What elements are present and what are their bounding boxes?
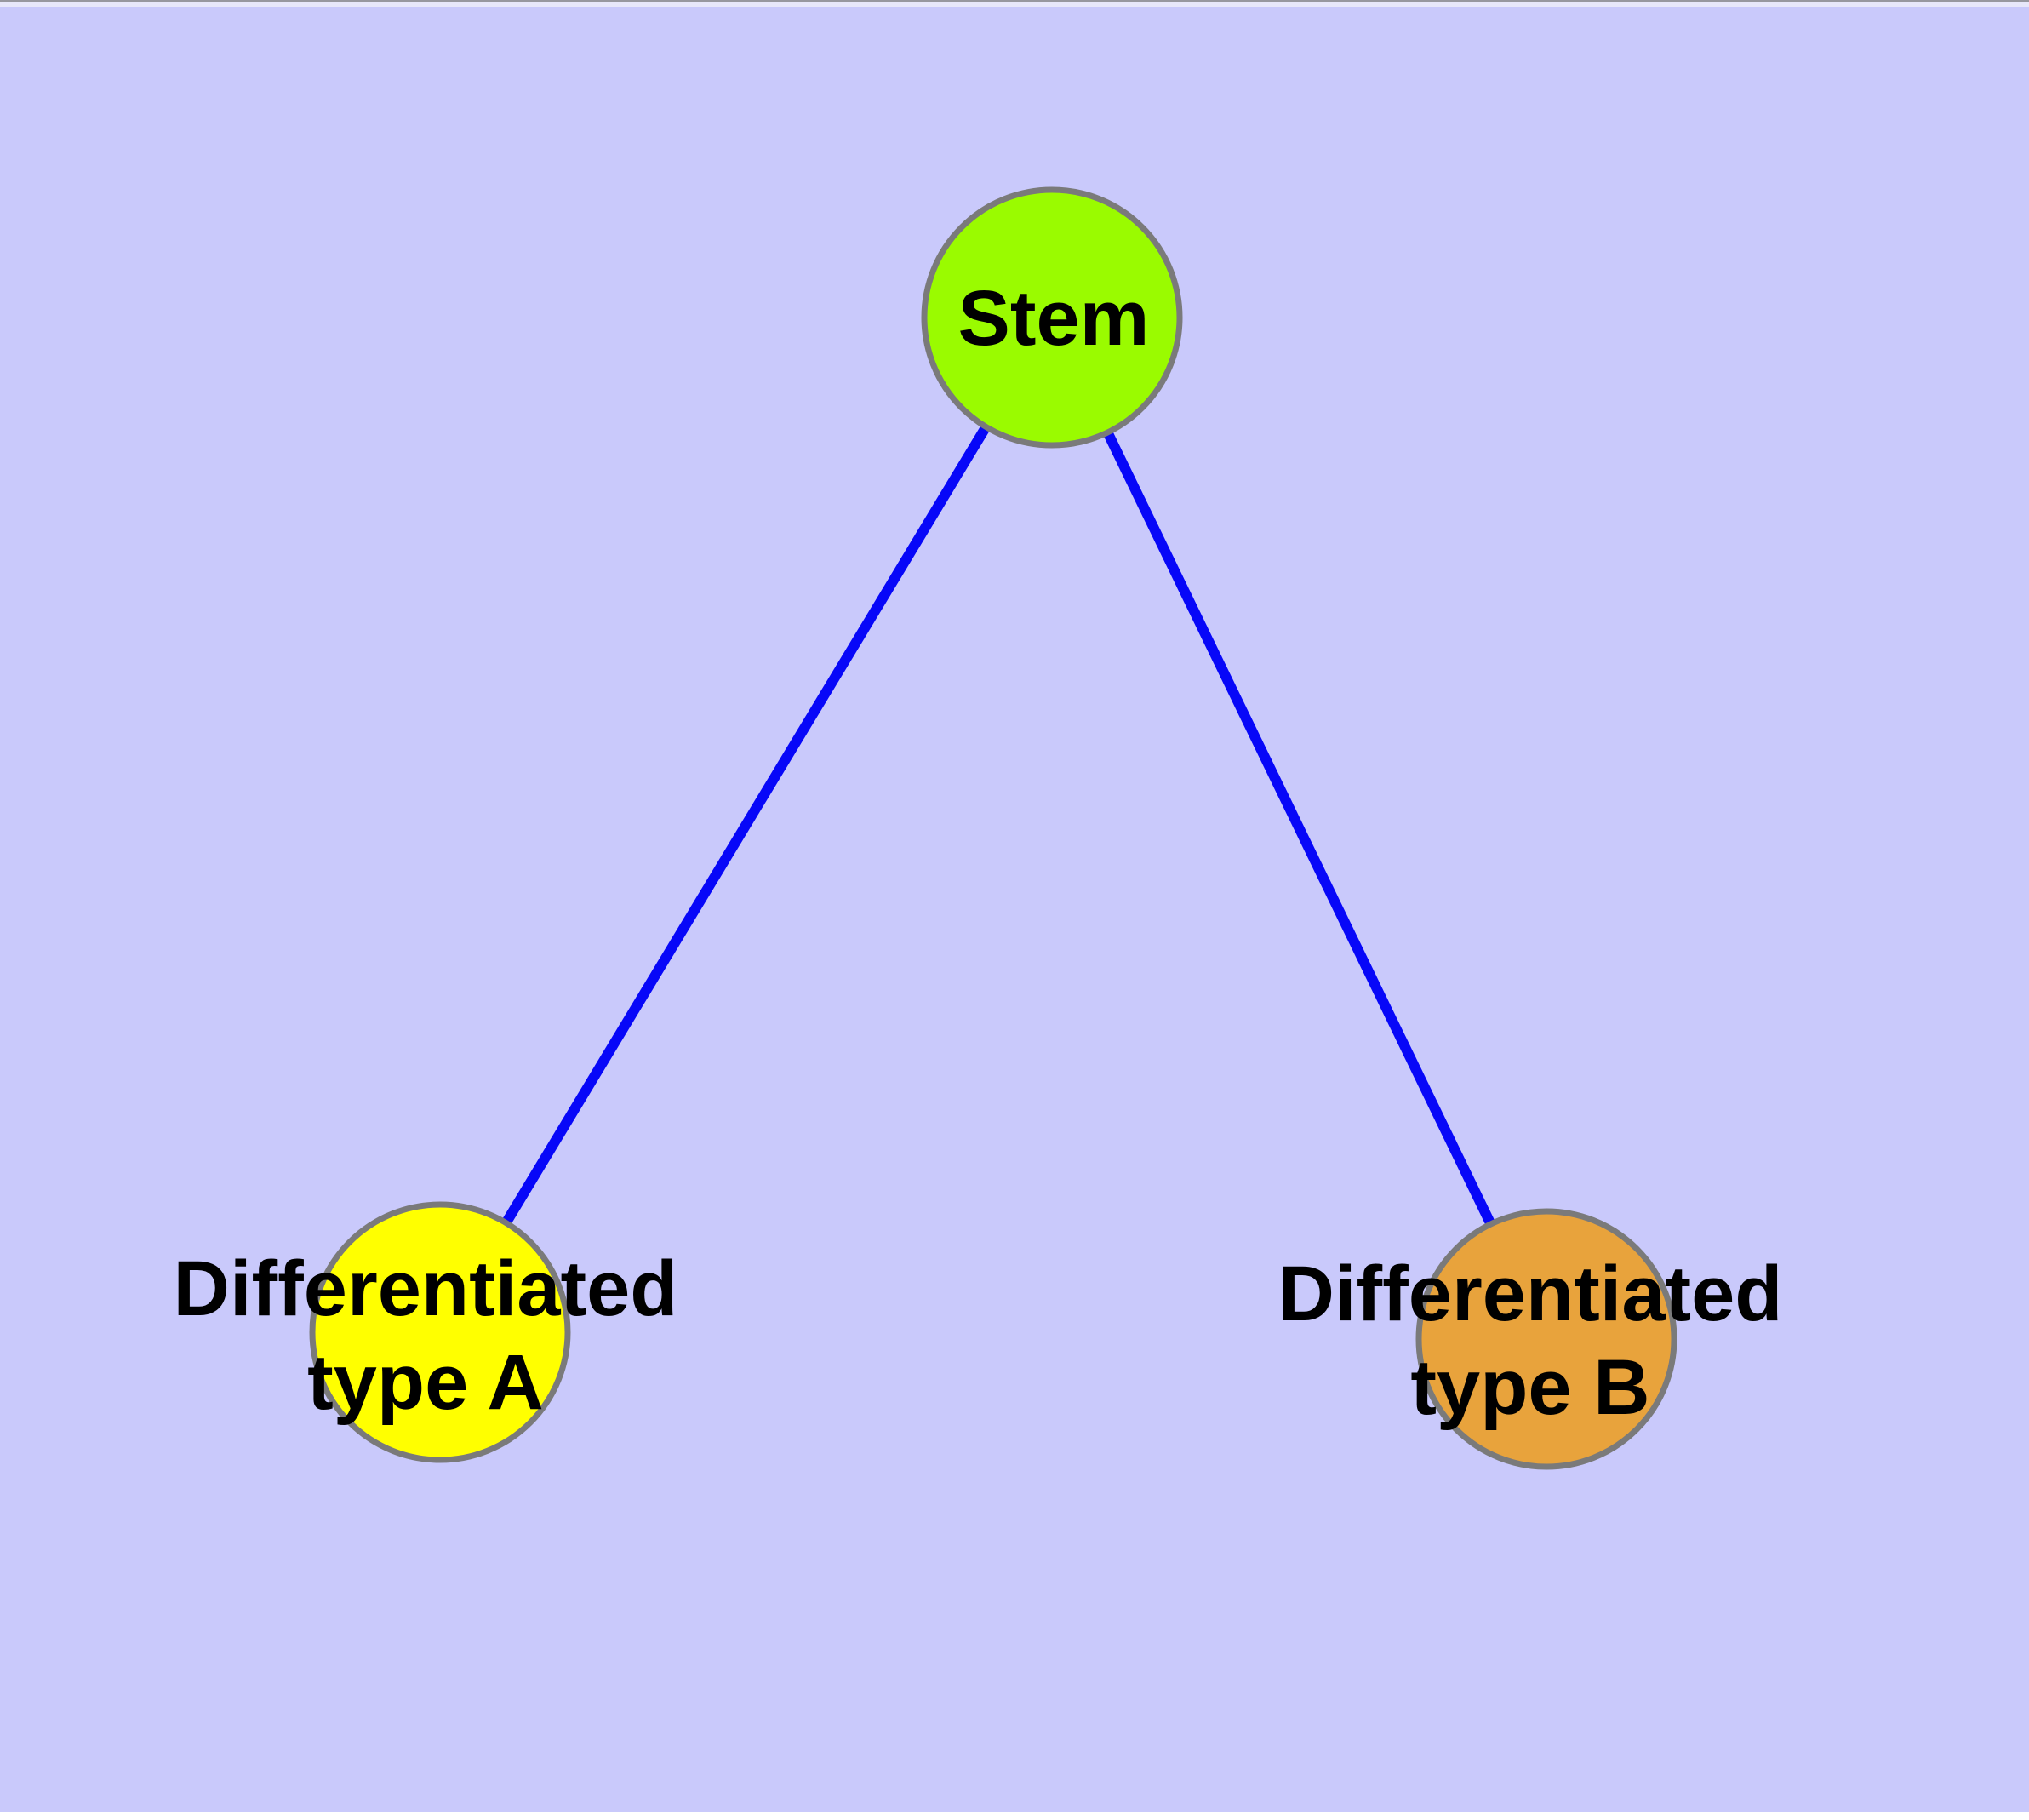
top-margin-strip (0, 0, 2029, 7)
node-type-b-label: Differentiated type B (1278, 1247, 1783, 1434)
node-type-a-label-line2: type A (307, 1339, 544, 1426)
node-type-a-label: Differentiated type A (174, 1242, 678, 1429)
node-type-b-label-line1: Differentiated (1277, 1251, 1783, 1337)
node-stem-label: Stem (958, 272, 1150, 365)
edge-stem-to-type-b (1047, 315, 1552, 1342)
bottom-margin-strip (0, 1812, 2029, 1820)
node-stem-label-text: Stem (957, 275, 1150, 362)
node-type-a-circle (309, 1201, 571, 1463)
node-type-b-label-line2: type B (1410, 1344, 1650, 1431)
node-type-a-label-line1: Differentiated (173, 1245, 678, 1332)
node-stem-circle (921, 186, 1183, 449)
edge-stem-to-type-a (435, 314, 1057, 1336)
node-type-b-circle (1415, 1208, 1677, 1470)
